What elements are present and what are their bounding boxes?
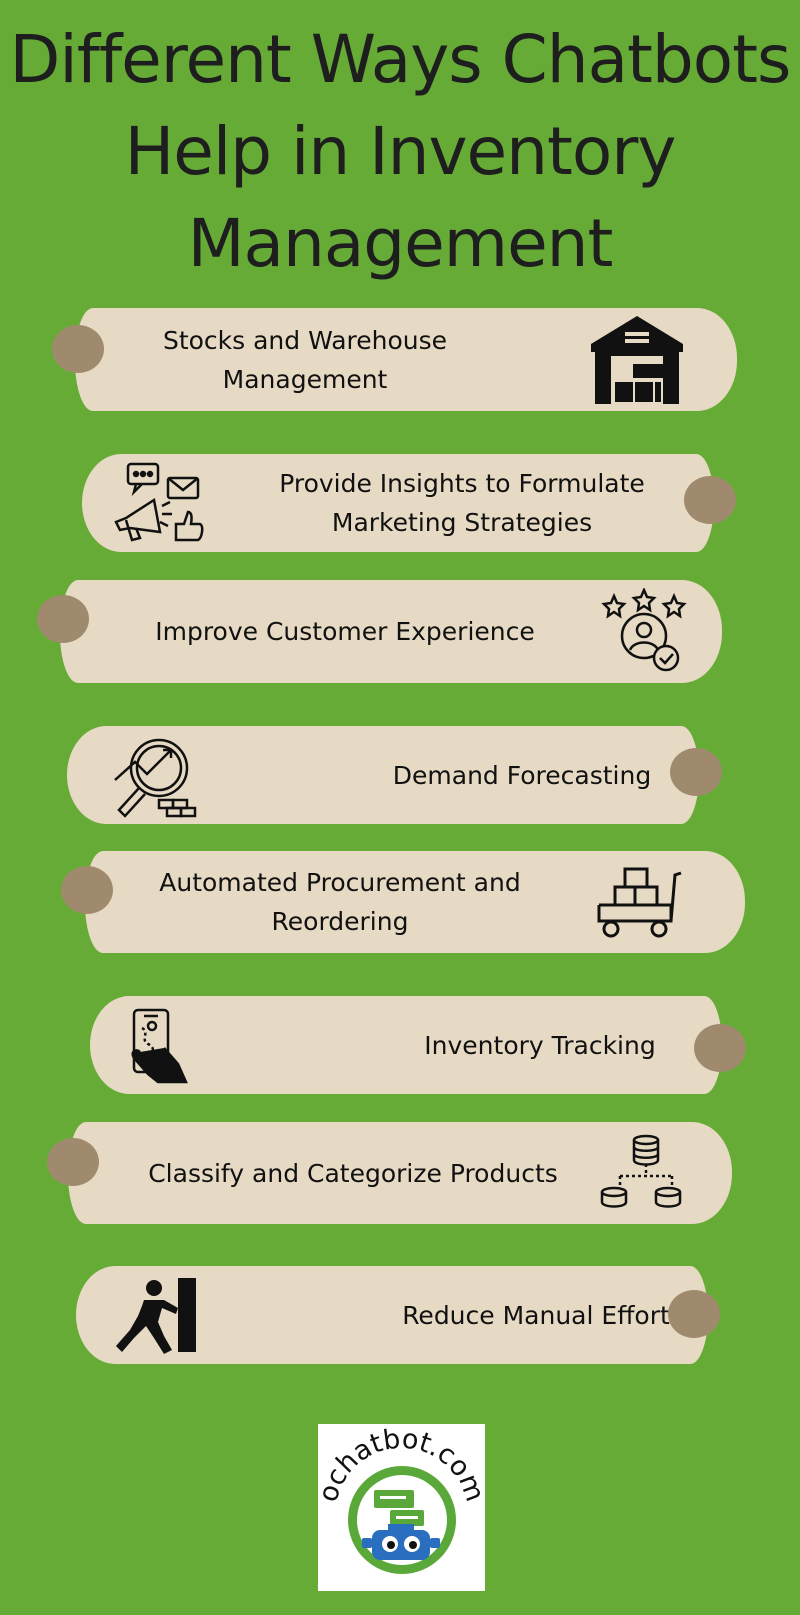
- phone-tracking-icon: [128, 1008, 190, 1084]
- card-dot: [37, 595, 89, 643]
- marketing-icon: [112, 462, 204, 544]
- card-dot: [694, 1024, 746, 1072]
- customer-rating-icon: [600, 588, 688, 674]
- card-dot: [668, 1290, 720, 1338]
- card-label: Classify and Categorize Products: [148, 1158, 558, 1188]
- card-label: Inventory Tracking: [424, 1030, 656, 1060]
- card-label: Reduce Manual Effort: [402, 1300, 670, 1330]
- card-dot: [61, 866, 113, 914]
- card-customer-experience: Improve Customer Experience: [60, 580, 722, 683]
- title-line-3: Management: [187, 205, 614, 282]
- chatbot-robot-logo: [362, 1490, 440, 1560]
- card-inventory-tracking: Inventory Tracking: [90, 996, 722, 1094]
- forecast-analysis-icon: [113, 736, 197, 818]
- card-dot: [670, 748, 722, 796]
- database-hierarchy-icon: [598, 1134, 688, 1214]
- title-line-1: Different Ways Chatbots: [9, 21, 792, 98]
- page-title: Different Ways Chatbots Help in Inventor…: [0, 14, 800, 290]
- warehouse-icon: [585, 314, 689, 404]
- card-demand-forecasting: Demand Forecasting: [67, 726, 699, 824]
- card-dot: [52, 325, 104, 373]
- person-pushing-icon: [114, 1276, 198, 1356]
- card-reduce-manual-effort: Reduce Manual Effort: [76, 1266, 708, 1364]
- card-dot: [684, 476, 736, 524]
- card-label: Demand Forecasting: [392, 760, 652, 790]
- card-dot: [47, 1138, 99, 1186]
- title-line-2: Help in Inventory: [124, 113, 677, 190]
- card-classify-products: Classify and Categorize Products: [68, 1122, 732, 1224]
- cart-trolley-icon: [595, 865, 685, 939]
- ochatbot-logo: ochatbot.com: [313, 1424, 490, 1591]
- card-label: Improve Customer Experience: [155, 617, 535, 646]
